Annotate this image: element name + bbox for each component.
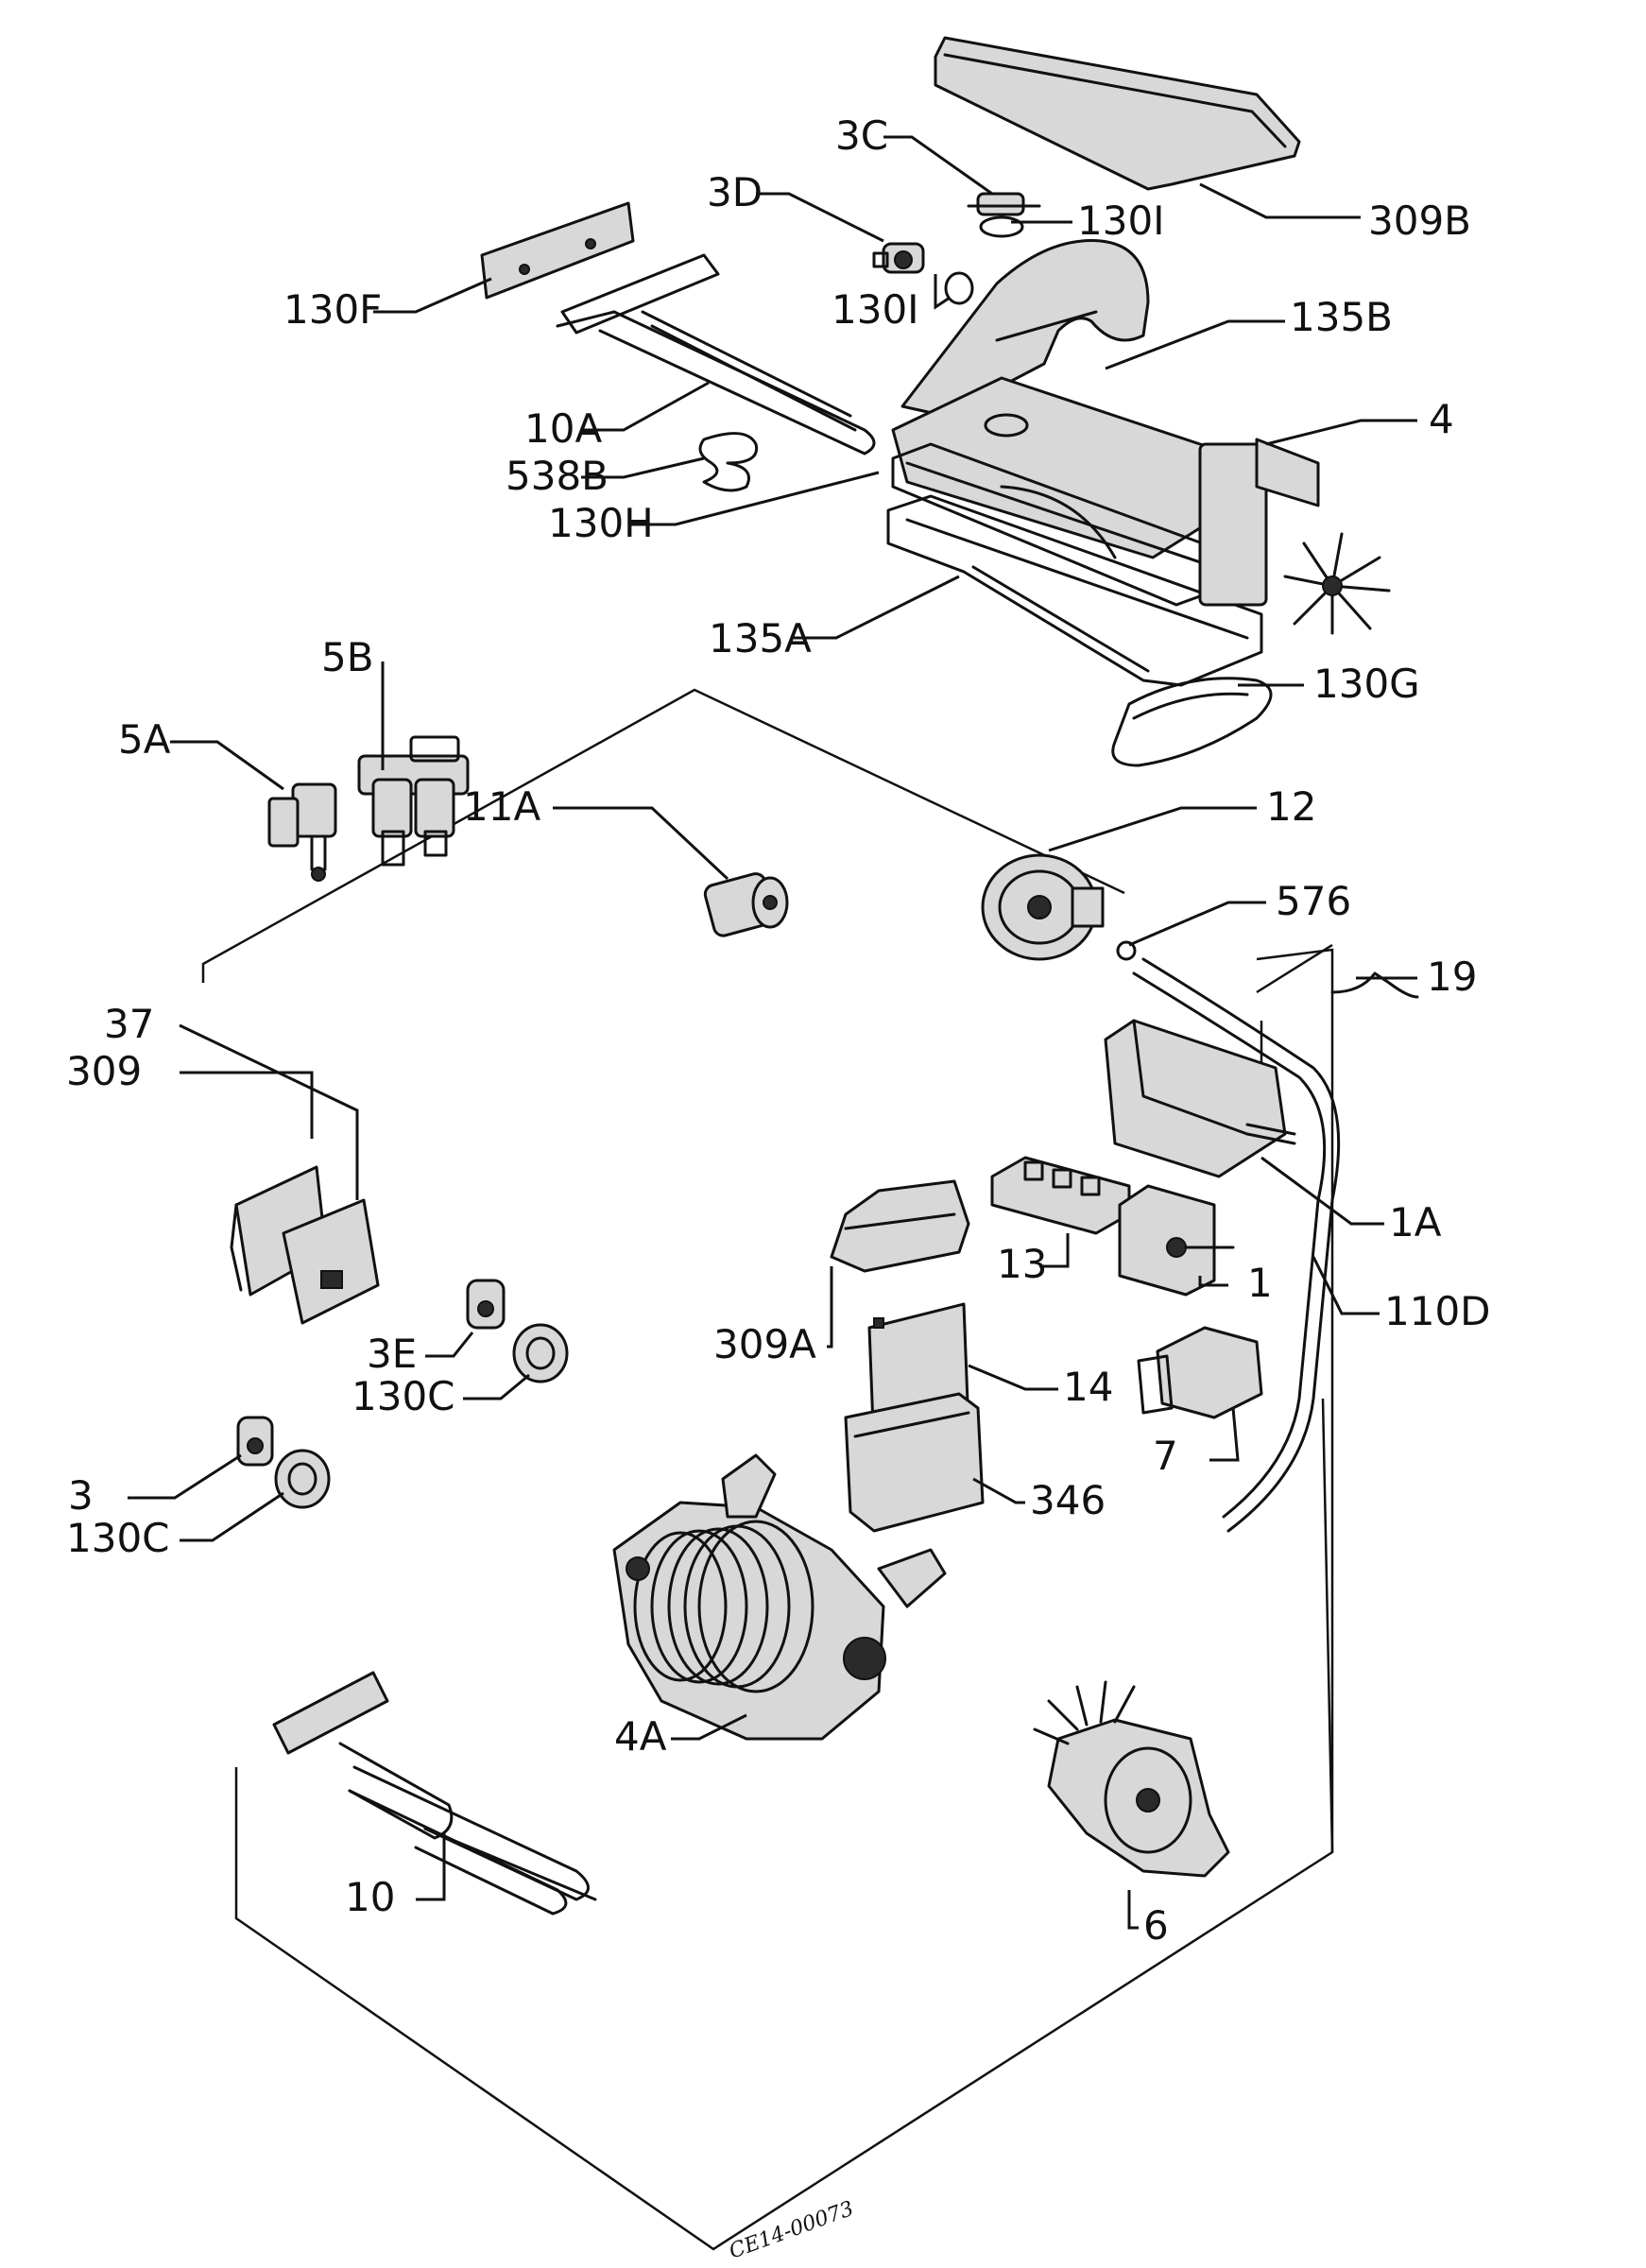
pump-impeller — [1033, 1680, 1136, 1745]
label-135a: 135A — [709, 615, 812, 662]
label-12: 12 — [1266, 783, 1316, 830]
drawing-number-stamp: CE14-00073 — [727, 2197, 858, 2264]
dispenser-housing-346 — [844, 1392, 985, 1533]
label-14: 14 — [1063, 1364, 1113, 1410]
label-7: 7 — [1153, 1433, 1178, 1479]
top-cover-309b — [934, 36, 1301, 191]
label-11a: 11A — [463, 783, 540, 830]
grommet-130c-lower — [274, 1449, 331, 1509]
seal-130i-small — [944, 271, 974, 305]
label-130c-upper: 130C — [351, 1373, 455, 1419]
label-110d: 110D — [1384, 1288, 1491, 1334]
fan-blades — [1283, 532, 1391, 635]
label-13: 13 — [997, 1241, 1047, 1287]
label-3: 3 — [68, 1472, 94, 1519]
thermostat-3d — [872, 242, 925, 274]
label-4: 4 — [1429, 396, 1454, 442]
label-130f: 130F — [283, 286, 382, 333]
label-130g: 130G — [1313, 661, 1420, 707]
part-labels: 3C 3D 130I 309B 130F 130I 135B 4 10A 538… — [66, 112, 1491, 1949]
suppressor-7 — [1137, 1326, 1263, 1419]
label-10: 10 — [345, 1874, 395, 1920]
label-19: 19 — [1427, 954, 1477, 1000]
pressure-switch-12 — [981, 853, 1105, 961]
programmer-1a — [1104, 1019, 1296, 1178]
duct-body — [891, 376, 1230, 559]
label-6: 6 — [1143, 1902, 1169, 1949]
selector-switch-1 — [1118, 1184, 1235, 1297]
label-309a: 309A — [713, 1321, 816, 1367]
fan-motor-4 — [1198, 438, 1391, 635]
label-4a: 4A — [614, 1713, 667, 1760]
thermostat-3 — [236, 1416, 274, 1467]
dispenser-cover-309a — [830, 1179, 970, 1273]
label-346: 346 — [1030, 1477, 1106, 1523]
grommet-130c-upper — [512, 1323, 569, 1383]
label-5a: 5A — [118, 716, 171, 763]
label-130h: 130H — [548, 500, 654, 546]
heating-element-10 — [272, 1671, 597, 1916]
label-1: 1 — [1247, 1260, 1273, 1306]
thermostat-3e — [466, 1279, 506, 1330]
thermostat-3c — [967, 192, 1041, 238]
hose-clip-576 — [1116, 940, 1137, 961]
drive-belt-130g — [1111, 677, 1273, 767]
water-valve-5b — [357, 735, 470, 867]
label-130i-upper: 130I — [1077, 198, 1165, 244]
capacitor-11a — [703, 872, 789, 937]
label-576: 576 — [1276, 878, 1351, 924]
label-3c: 3C — [835, 112, 888, 159]
label-1a: 1A — [1389, 1199, 1442, 1246]
heating-element-10a — [556, 253, 876, 455]
label-37: 37 — [104, 1001, 154, 1047]
drum-motor-4a — [612, 1453, 947, 1741]
leader-lines — [128, 135, 1417, 1930]
drain-pump-6 — [1033, 1680, 1230, 1878]
spring-clip-538b — [698, 432, 759, 492]
label-3e: 3E — [367, 1331, 417, 1377]
label-3d: 3D — [707, 169, 763, 215]
hose-110d — [1132, 957, 1341, 1533]
water-valve-5a — [267, 782, 337, 882]
label-538b: 538B — [506, 453, 609, 499]
label-130i-lower: 130I — [832, 286, 919, 333]
control-module-37 — [282, 1198, 380, 1325]
switch-bank-13 — [990, 1156, 1131, 1235]
label-10a: 10A — [524, 405, 602, 452]
duct-cover-135b — [900, 239, 1150, 418]
label-5b: 5B — [321, 634, 374, 680]
label-309b: 309B — [1368, 198, 1471, 244]
label-309: 309 — [66, 1048, 142, 1094]
label-135b: 135B — [1290, 294, 1393, 340]
label-130c-lower: 130C — [66, 1515, 170, 1561]
filter-pad-130f — [480, 201, 635, 300]
